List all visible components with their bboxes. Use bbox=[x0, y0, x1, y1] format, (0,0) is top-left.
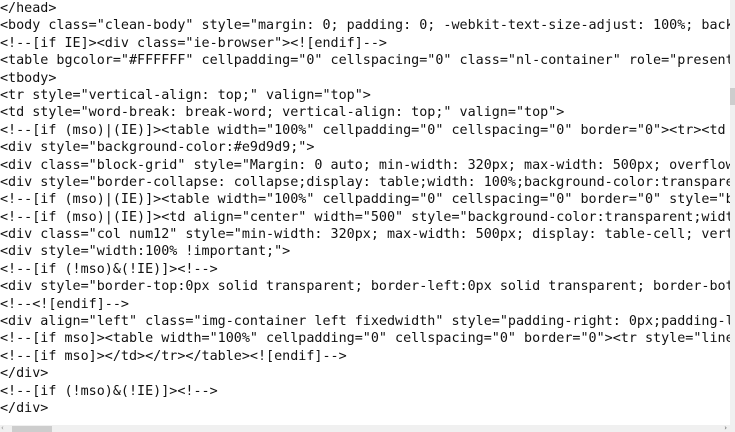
code-line: </div> bbox=[0, 366, 49, 382]
horizontal-scrollbar-thumb[interactable] bbox=[12, 426, 52, 432]
code-line: <!--[if IE]><div class="ie-browser"><![e… bbox=[0, 35, 387, 51]
code-line: <tbody> bbox=[0, 70, 57, 86]
code-line: <div style="width:100% !important;"> bbox=[0, 244, 291, 260]
code-line: <table bgcolor="#FFFFFF" cellpadding="0"… bbox=[0, 53, 731, 69]
code-line: <body class="clean-body" style="margin: … bbox=[0, 18, 731, 34]
code-line: <!--[if (mso)|(IE)]><td align="center" w… bbox=[0, 209, 731, 225]
code-line: <div style="background-color:#e9d9d9;"> bbox=[0, 140, 315, 156]
code-line: <!--[if (!mso)&(!IE)]><!--> bbox=[0, 383, 218, 399]
code-line: <tr style="vertical-align: top;" valign=… bbox=[0, 87, 371, 103]
vertical-scrollbar[interactable] bbox=[730, 0, 735, 425]
code-line: <div class="block-grid" style="Margin: 0… bbox=[0, 157, 731, 173]
code-line: <div class="col num12" style="min-width:… bbox=[0, 227, 731, 243]
code-line: <td style="word-break: break-word; verti… bbox=[0, 105, 565, 121]
vertical-scrollbar-thumb[interactable] bbox=[730, 88, 735, 105]
code-line: <!--[if mso]><table width="100%" cellpad… bbox=[0, 331, 731, 347]
code-line: <!--<![endif]--> bbox=[0, 296, 129, 312]
code-line: <div style="border-collapse: collapse;di… bbox=[0, 174, 731, 190]
source-code-view[interactable]: </head> <body class="clean-body" style="m… bbox=[0, 0, 731, 425]
code-line: <div align="left" class="img-container l… bbox=[0, 314, 731, 330]
code-line: <!--[if (mso)|(IE)]><table width="100%" … bbox=[0, 192, 731, 208]
code-line: <!--[if (!mso)&(!IE)]><!--> bbox=[0, 261, 218, 277]
horizontal-scrollbar[interactable]: ‹ › bbox=[0, 425, 735, 432]
code-line: <!--[if (mso)|(IE)]><table width="100%" … bbox=[0, 122, 726, 138]
code-line: <div style="border-top:0px solid transpa… bbox=[0, 279, 731, 295]
code-line: <!--[if mso]></td></tr></table><![endif]… bbox=[0, 348, 347, 364]
scroll-right-arrow-icon[interactable]: › bbox=[724, 424, 727, 432]
scroll-left-arrow-icon[interactable]: ‹ bbox=[1, 424, 4, 432]
code-line: </div> bbox=[0, 400, 49, 416]
code-line: </head> bbox=[0, 1, 57, 16]
